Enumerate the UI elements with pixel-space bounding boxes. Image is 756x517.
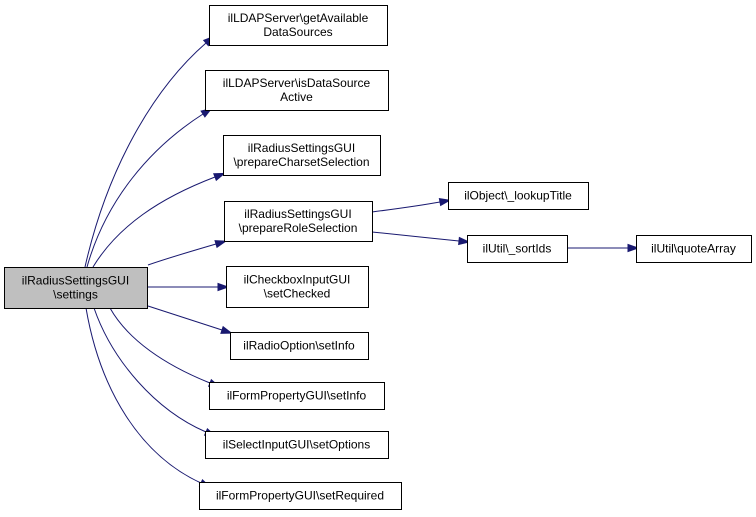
- node-label-radioSetInfo-line-0: ilRadioOption\setInfo: [243, 339, 355, 353]
- edge-arrowhead-lookupTitle: [438, 197, 452, 207]
- node-label-prepareRoleSelection-line-0: ilRadiusSettingsGUI: [244, 207, 351, 221]
- node-label-setChecked-line-0: ilCheckboxInputGUI: [244, 273, 351, 287]
- edge-root-to-prepareRoleSelection: [147, 243, 217, 266]
- node-box-lookupTitle: [448, 182, 589, 210]
- node-formSetInfo[interactable]: ilFormPropertyGUI\setInfo: [209, 382, 385, 410]
- node-setChecked[interactable]: ilCheckboxInputGUI\setChecked: [226, 266, 369, 308]
- edge-root-to-isDataSourceActive: [86, 113, 204, 268]
- node-label-lookupTitle-line-0: ilObject\_lookupTitle: [464, 189, 572, 203]
- node-label-prepareRoleSelection-line-1: \prepareRoleSelection: [239, 221, 358, 235]
- edge-arrowhead-radioSetInfo: [220, 325, 233, 334]
- node-box-quoteArray: [636, 235, 752, 263]
- node-label-setRequired-line-0: ilFormPropertyGUI\setRequired: [216, 489, 384, 503]
- node-box-getAvailableDataSources: [209, 5, 388, 46]
- node-quoteArray[interactable]: ilUtil\quoteArray: [636, 235, 752, 263]
- edge-arrowhead-sortIds: [458, 236, 471, 246]
- edge-root-to-getAvailableDataSources: [84, 42, 207, 268]
- node-label-getAvailableDataSources-line-0: ilLDAPServer\getAvailable: [228, 11, 369, 25]
- edge-arrowhead-quoteArray: [627, 243, 640, 253]
- node-box-prepareCharsetSelection: [223, 135, 381, 176]
- edge-prepareRoleSelection-to-lookupTitle: [371, 201, 441, 213]
- edge-root-to-setRequired: [85, 307, 202, 484]
- node-prepareRoleSelection[interactable]: ilRadiusSettingsGUI\prepareRoleSelection: [224, 201, 373, 242]
- node-box-setOptions: [205, 431, 389, 459]
- node-label-setChecked-line-1: \setChecked: [264, 287, 331, 301]
- node-box-radioSetInfo: [230, 332, 369, 360]
- node-box-setRequired: [199, 482, 402, 510]
- node-setRequired[interactable]: ilFormPropertyGUI\setRequired: [199, 482, 402, 510]
- node-box-formSetInfo: [209, 382, 385, 410]
- node-box-sortIds: [467, 235, 568, 263]
- node-label-root-line-1: \settings: [53, 288, 98, 302]
- edge-arrowhead-prepareCharsetSelection: [213, 172, 226, 182]
- node-lookupTitle[interactable]: ilObject\_lookupTitle: [448, 182, 589, 210]
- edge-arrowhead-prepareRoleSelection: [214, 240, 228, 249]
- node-label-prepareCharsetSelection-line-1: \prepareCharsetSelection: [233, 155, 369, 169]
- node-sortIds[interactable]: ilUtil\_sortIds: [467, 235, 568, 263]
- node-root[interactable]: ilRadiusSettingsGUI\settings: [4, 267, 148, 309]
- node-label-quoteArray-line-0: ilUtil\quoteArray: [651, 242, 736, 256]
- node-label-isDataSourceActive-line-0: ilLDAPServer\isDataSource: [223, 76, 371, 90]
- nodes-layer: ilRadiusSettingsGUI\settingsilLDAPServer…: [4, 5, 752, 510]
- edge-root-to-radioSetInfo: [147, 305, 223, 331]
- node-box-root: [4, 267, 148, 309]
- node-setOptions[interactable]: ilSelectInputGUI\setOptions: [205, 431, 389, 459]
- node-box-setChecked: [226, 266, 369, 308]
- node-label-prepareCharsetSelection-line-0: ilRadiusSettingsGUI: [248, 141, 355, 155]
- node-label-getAvailableDataSources-line-1: DataSources: [263, 25, 332, 39]
- node-label-sortIds-line-0: ilUtil\_sortIds: [483, 242, 552, 256]
- node-box-isDataSourceActive: [205, 70, 389, 111]
- node-label-formSetInfo-line-0: ilFormPropertyGUI\setInfo: [227, 389, 367, 403]
- edge-root-to-prepareCharsetSelection: [92, 176, 216, 268]
- edge-root-to-setOptions: [93, 307, 207, 433]
- node-label-root-line-0: ilRadiusSettingsGUI: [22, 274, 129, 288]
- node-radioSetInfo[interactable]: ilRadioOption\setInfo: [230, 332, 369, 360]
- node-label-setOptions-line-0: ilSelectInputGUI\setOptions: [223, 438, 370, 452]
- node-box-prepareRoleSelection: [224, 201, 373, 242]
- edge-arrowhead-setChecked: [217, 282, 230, 292]
- node-label-isDataSourceActive-line-1: Active: [280, 90, 313, 104]
- edge-prepareRoleSelection-to-sortIds: [371, 231, 460, 242]
- node-prepareCharsetSelection[interactable]: ilRadiusSettingsGUI\prepareCharsetSelect…: [223, 135, 381, 176]
- edge-root-to-formSetInfo: [109, 307, 211, 384]
